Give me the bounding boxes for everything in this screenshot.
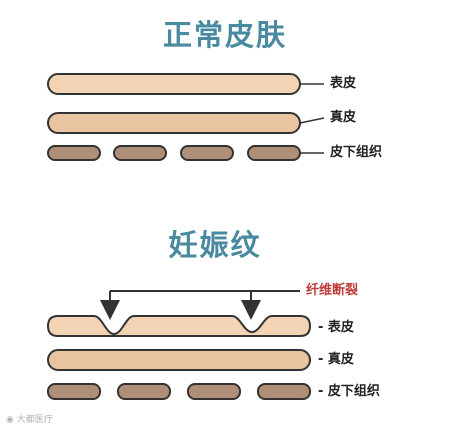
normal-subcutis-segment [113, 145, 167, 161]
normal-dermis-layer [47, 112, 301, 134]
label-stretch-subcutis: - 皮下组织 [318, 384, 380, 399]
title-normal-skin: 正常皮肤 [162, 18, 287, 52]
label-stretch-dermis: - 真皮 [318, 352, 354, 367]
watermark-text: 大都医疗 [16, 415, 53, 425]
stretch-subcutis-segment [257, 383, 311, 400]
label-stretch-epidermis: - 表皮 [318, 320, 354, 335]
watermark: ◉ 大都医疗 [6, 414, 53, 426]
title-stretch-marks: 妊娠纹 [168, 228, 262, 262]
stretch-subcutis-segment [47, 383, 101, 400]
label-fiber-rupture: 纤维断裂 [306, 283, 359, 298]
label-normal-epidermis: 表皮 [330, 76, 357, 91]
normal-subcutis-segment [180, 145, 234, 161]
label-normal-dermis: 真皮 [330, 110, 357, 125]
stretch-subcutis-segment [117, 383, 171, 400]
stretch-dermis-layer [47, 349, 311, 371]
watermark-logo-icon: ◉ [6, 415, 14, 425]
stretch-subcutis-segment [187, 383, 241, 400]
normal-subcutis-segment [247, 145, 301, 161]
normal-epidermis-layer [47, 73, 301, 95]
label-normal-subcutis: 皮下组织 [330, 145, 383, 160]
stretch-epidermis-layer [46, 315, 312, 337]
leader-line [299, 117, 325, 124]
normal-subcutis-segment [47, 145, 101, 161]
